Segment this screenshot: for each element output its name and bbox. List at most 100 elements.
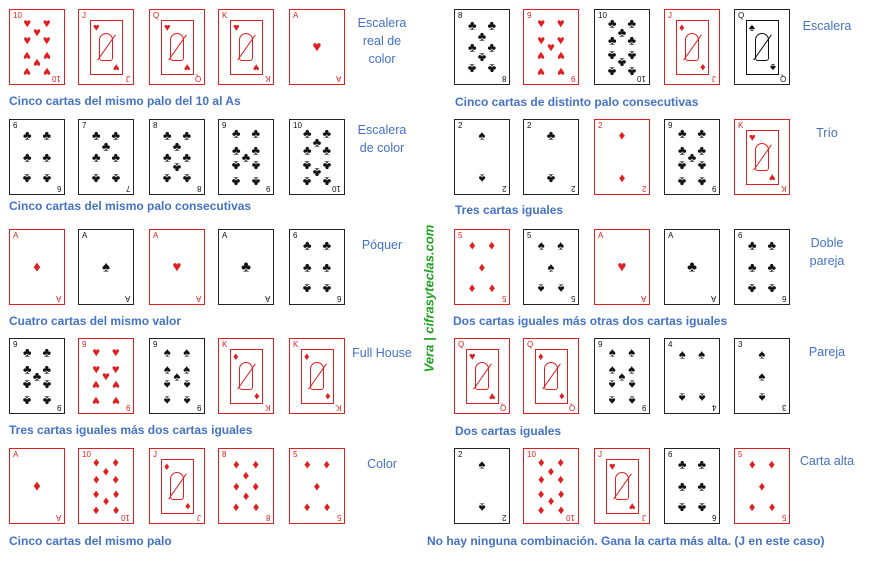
face-card-figure: ♦♦	[535, 349, 568, 404]
spades-icon: ♠	[163, 377, 171, 393]
card-rank-label: 3	[781, 403, 786, 412]
spades-icon: ♠	[547, 259, 555, 275]
diamonds-icon: ♦	[547, 463, 555, 479]
hearts-icon: ♥	[184, 61, 191, 73]
diamonds-icon: ♦	[232, 500, 240, 516]
clubs-icon: ♣	[468, 17, 477, 33]
clubs-icon: ♣	[42, 127, 51, 143]
clubs-icon: ♣	[767, 281, 776, 297]
hearts-icon: ♥	[537, 64, 546, 80]
clubs-icon: ♣	[23, 344, 32, 360]
hearts-icon: ♥	[42, 15, 51, 31]
diamonds-icon: ♦	[185, 500, 191, 512]
hearts-icon: ♥	[93, 22, 100, 34]
card-rank-label: 9	[222, 121, 227, 130]
hearts-icon: ♥	[33, 24, 41, 40]
clubs-icon: ♣	[697, 158, 706, 174]
card-rank-label: 8	[458, 11, 463, 20]
card-rank-label: A	[710, 294, 716, 303]
hearts-icon: ♥	[33, 55, 41, 71]
card-rank-label: 9	[527, 11, 532, 20]
hearts-icon: ♥	[629, 500, 636, 512]
card-rank-label: 9	[265, 184, 270, 193]
card-rank-label: 8	[153, 121, 158, 130]
spades-icon: ♠	[770, 61, 776, 73]
spades-icon: ♠	[163, 344, 171, 360]
card-rank-label: J	[642, 513, 646, 522]
card-rank-label: 4	[668, 340, 673, 349]
face-figure-icon	[170, 33, 184, 61]
clubs-icon: ♣	[748, 259, 757, 275]
diamonds-icon: ♦	[748, 456, 756, 472]
diamonds-icon: ♦	[768, 500, 776, 516]
face-card-figure: ♥♥	[230, 20, 263, 75]
hearts-icon: ♥	[23, 48, 32, 64]
card-rank-label: 9	[13, 340, 18, 349]
diamonds-icon: ♦	[232, 456, 240, 472]
spades-icon: ♠	[608, 393, 616, 409]
hearts-icon: ♥	[537, 48, 546, 64]
card-rank-label: A	[13, 450, 19, 459]
clubs-icon: ♣	[608, 48, 617, 64]
card-rank-label: 2	[501, 184, 506, 193]
diamonds-icon: ♦	[478, 259, 486, 275]
card-rank-label: 8	[265, 513, 270, 522]
clubs-icon: ♣	[546, 171, 556, 187]
diamonds-icon: ♦	[102, 494, 110, 510]
hearts-icon: ♥	[556, 64, 565, 80]
card-rank-label: 5	[293, 450, 298, 459]
hearts-icon: ♥	[617, 258, 627, 276]
card-rank-label: J	[126, 74, 130, 83]
clubs-icon: ♣	[101, 138, 111, 154]
card-rank-label: 2	[458, 450, 463, 459]
clubs-icon: ♣	[303, 281, 312, 297]
clubs-icon: ♣	[678, 456, 687, 472]
card-rank-label: A	[598, 231, 604, 240]
spades-icon: ♠	[478, 500, 486, 516]
card-rank-label: A	[82, 231, 88, 240]
spades-icon: ♠	[163, 361, 171, 377]
clubs-icon: ♣	[608, 15, 617, 31]
card-rank-label: 8	[196, 184, 201, 193]
hand-name: Full House	[352, 346, 412, 360]
card-rank-label: A	[640, 294, 646, 303]
spades-icon: ♠	[537, 237, 545, 253]
card-rank-label: 10	[293, 121, 302, 130]
card-rank-label: 9	[125, 403, 130, 412]
spades-icon: ♠	[608, 377, 616, 393]
clubs-icon: ♣	[232, 174, 241, 190]
clubs-icon: ♣	[23, 149, 32, 165]
hand-name: Trío	[816, 126, 838, 140]
diamonds-icon: ♦	[758, 478, 766, 494]
card-rank-label: J	[197, 513, 201, 522]
card-rank-label: Q	[527, 340, 534, 349]
hand-name: Escalera real de color	[357, 16, 407, 66]
hearts-icon: ♥	[233, 22, 240, 34]
hand-name: Pareja	[808, 345, 846, 359]
diamonds-icon: ♦	[313, 478, 321, 494]
hearts-icon: ♥	[469, 351, 476, 363]
clubs-icon: ♣	[241, 149, 251, 165]
diamonds-icon: ♦	[303, 500, 311, 516]
card-rank-label: 6	[711, 513, 716, 522]
card-rank-label: Q	[738, 11, 745, 20]
diamonds-icon: ♦	[559, 390, 565, 402]
hearts-icon: ♥	[609, 461, 616, 473]
card-rank-label: 2	[458, 121, 463, 130]
card-rank-label: K	[335, 403, 341, 412]
face-figure-icon	[685, 33, 699, 61]
card-rank-label: 9	[56, 403, 61, 412]
